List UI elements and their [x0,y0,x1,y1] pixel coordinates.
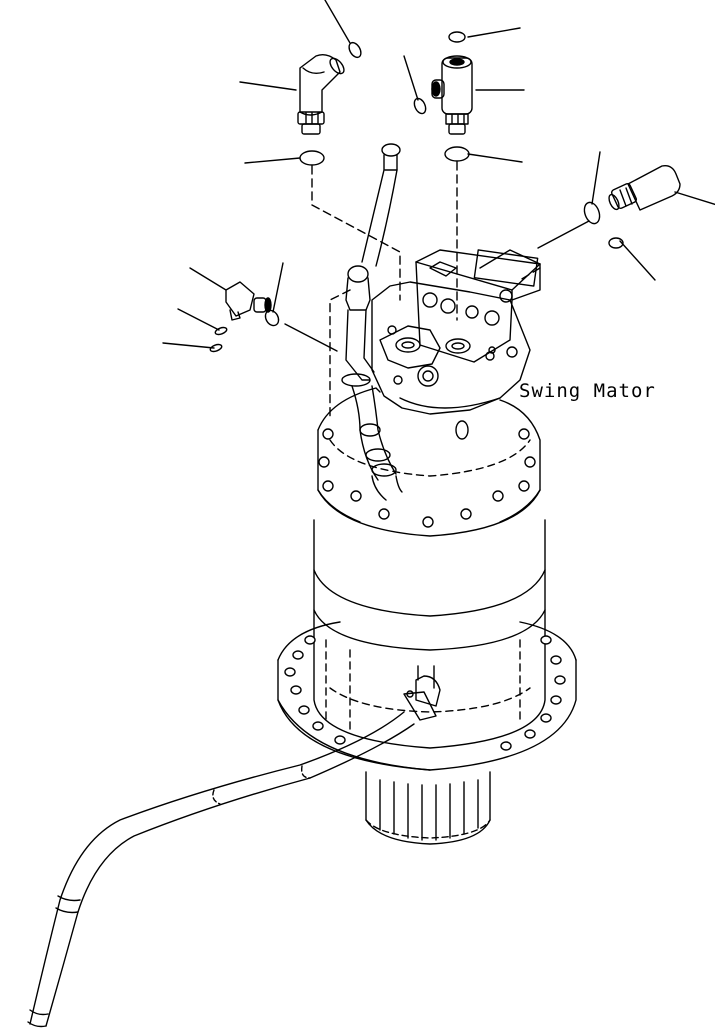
lower-flange [278,622,576,770]
pinion-gear [366,772,490,844]
label-leader [480,250,540,268]
swing-motor-label: Swing Mator [519,380,656,402]
tee-fitting [432,56,472,134]
motor-head [372,282,530,439]
drain-hose-upper [342,266,402,500]
valve-block [416,250,540,362]
drain-hose-lower [28,712,414,1027]
flange-holes [285,636,565,750]
elbow-fitting [298,55,347,134]
small-elbow-fitting [226,282,271,320]
upper-flange [318,388,540,536]
pressure-sensor [607,166,680,211]
leader-lines [163,0,715,351]
pilot-pipe [362,144,400,266]
reduction-housing [314,520,545,748]
drain-port [404,666,440,720]
flange-bolts [319,429,535,527]
